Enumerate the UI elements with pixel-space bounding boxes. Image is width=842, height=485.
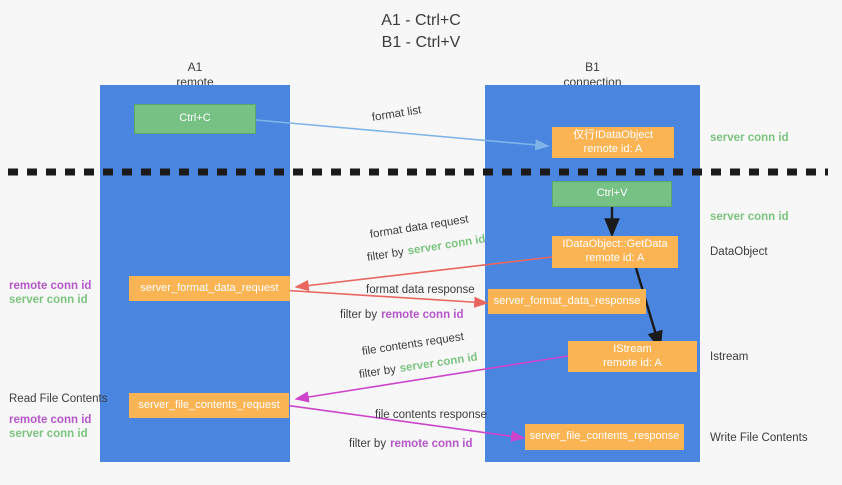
- lane-a1-title: A1: [187, 60, 203, 74]
- annotation-remote-conn-id-mid: remote conn id: [9, 280, 91, 292]
- annotation-server-conn-id-mid-text: server conn id: [710, 211, 789, 223]
- annotation-remote-conn-id-mid-text: remote conn id: [9, 280, 92, 292]
- node-ctrl-c-label: Ctrl+C: [179, 112, 211, 125]
- node-getdata-line1: IDataObject::GetData: [562, 238, 668, 251]
- node-istream-line2: remote id: A: [603, 356, 662, 369]
- annotation-istream: Istream: [710, 351, 748, 363]
- annotation-server-conn-id-left-low: server conn id: [9, 428, 88, 440]
- node-istream[interactable]: IStream remote id: A: [568, 341, 697, 372]
- node-server-format-data-response[interactable]: server_format_data_response: [488, 289, 646, 314]
- annotation-server-conn-id-left-mid-text: server conn id: [9, 294, 88, 306]
- lane-b1-title: B1: [585, 60, 600, 74]
- node-getdata-line2: remote id: A: [585, 252, 645, 264]
- annotation-read-file-contents: Read File Contents: [9, 393, 107, 405]
- node-ctrl-v[interactable]: Ctrl+V: [552, 181, 672, 207]
- annotation-dataobject-text: DataObject: [710, 246, 768, 258]
- node-server-format-data-request[interactable]: server_format_data_request: [129, 276, 290, 301]
- server-conn-id-text-2: server conn id: [398, 351, 479, 375]
- annotation-server-conn-id-top: server conn id: [710, 132, 789, 144]
- remote-conn-id-text-2: remote conn id: [390, 438, 473, 450]
- edge-label-format-list-text: format list: [371, 104, 423, 124]
- node-idataobject-top-line2: remote id: A: [583, 142, 643, 155]
- annotation-server-conn-id-left-low-text: server conn id: [9, 428, 88, 440]
- title-line-1: A1 - Ctrl+C: [381, 12, 461, 29]
- annotation-remote-conn-id-low-text: remote conn id: [9, 414, 92, 426]
- annotation-write-file-contents-text: Write File Contents: [710, 432, 808, 444]
- node-ctrl-v-label: Ctrl+V: [596, 187, 628, 200]
- node-server-file-contents-response[interactable]: server_file_contents_response: [525, 424, 684, 450]
- page-title: A1 - Ctrl+C B1 - Ctrl+V: [0, 10, 842, 53]
- filter-by-text-2: filter by: [340, 309, 378, 321]
- node-getdata[interactable]: IDataObject::GetData remote id: A: [552, 236, 678, 268]
- annotation-dataobject: DataObject: [710, 246, 768, 258]
- annotation-server-conn-id-left-mid: server conn id: [9, 294, 88, 306]
- annotation-istream-text: Istream: [710, 351, 749, 363]
- annotation-remote-conn-id-low: remote conn id: [9, 414, 91, 426]
- node-server-file-contents-response-label: server_file_contents_response: [529, 430, 680, 443]
- node-istream-line1: IStream: [613, 342, 652, 355]
- node-server-format-data-request-label: server_format_data_request: [140, 281, 279, 294]
- edge-label-format-data-response-text: format data response: [366, 284, 475, 296]
- node-server-file-contents-request[interactable]: server_file_contents_request: [129, 393, 289, 418]
- edge-label-file-contents-response-text: file contents response: [375, 409, 487, 421]
- filter-by-text-3: filter by: [358, 363, 397, 381]
- annotation-server-conn-id-top-text: server conn id: [710, 132, 789, 144]
- title-line-2: B1 - Ctrl+V: [381, 33, 461, 51]
- annotation-server-conn-id-mid: server conn id: [710, 211, 789, 223]
- server-conn-id-text-1: server conn id: [406, 233, 487, 258]
- node-server-file-contents-request-label: server_file_contents_request: [138, 398, 280, 411]
- filter-by-text-4: filter by: [349, 438, 387, 450]
- edge-label-format-list: format list: [371, 104, 422, 124]
- filter-by-text-1: filter by: [366, 246, 405, 264]
- annotation-read-file-contents-text: Read File Contents: [9, 393, 108, 405]
- node-idataobject-top-line1: 仅行IDataObject: [572, 128, 654, 141]
- node-idataobject-top[interactable]: 仅行IDataObject remote id: A: [552, 127, 674, 158]
- node-ctrl-c[interactable]: Ctrl+C: [134, 104, 256, 134]
- annotation-write-file-contents: Write File Contents: [710, 432, 808, 444]
- remote-conn-id-text-1: remote conn id: [381, 309, 464, 321]
- edge-label-file-contents-response: file contents response: [375, 409, 487, 421]
- edge-label-format-data-response: format data response: [366, 284, 475, 296]
- node-server-format-data-response-label: server_format_data_response: [493, 294, 641, 307]
